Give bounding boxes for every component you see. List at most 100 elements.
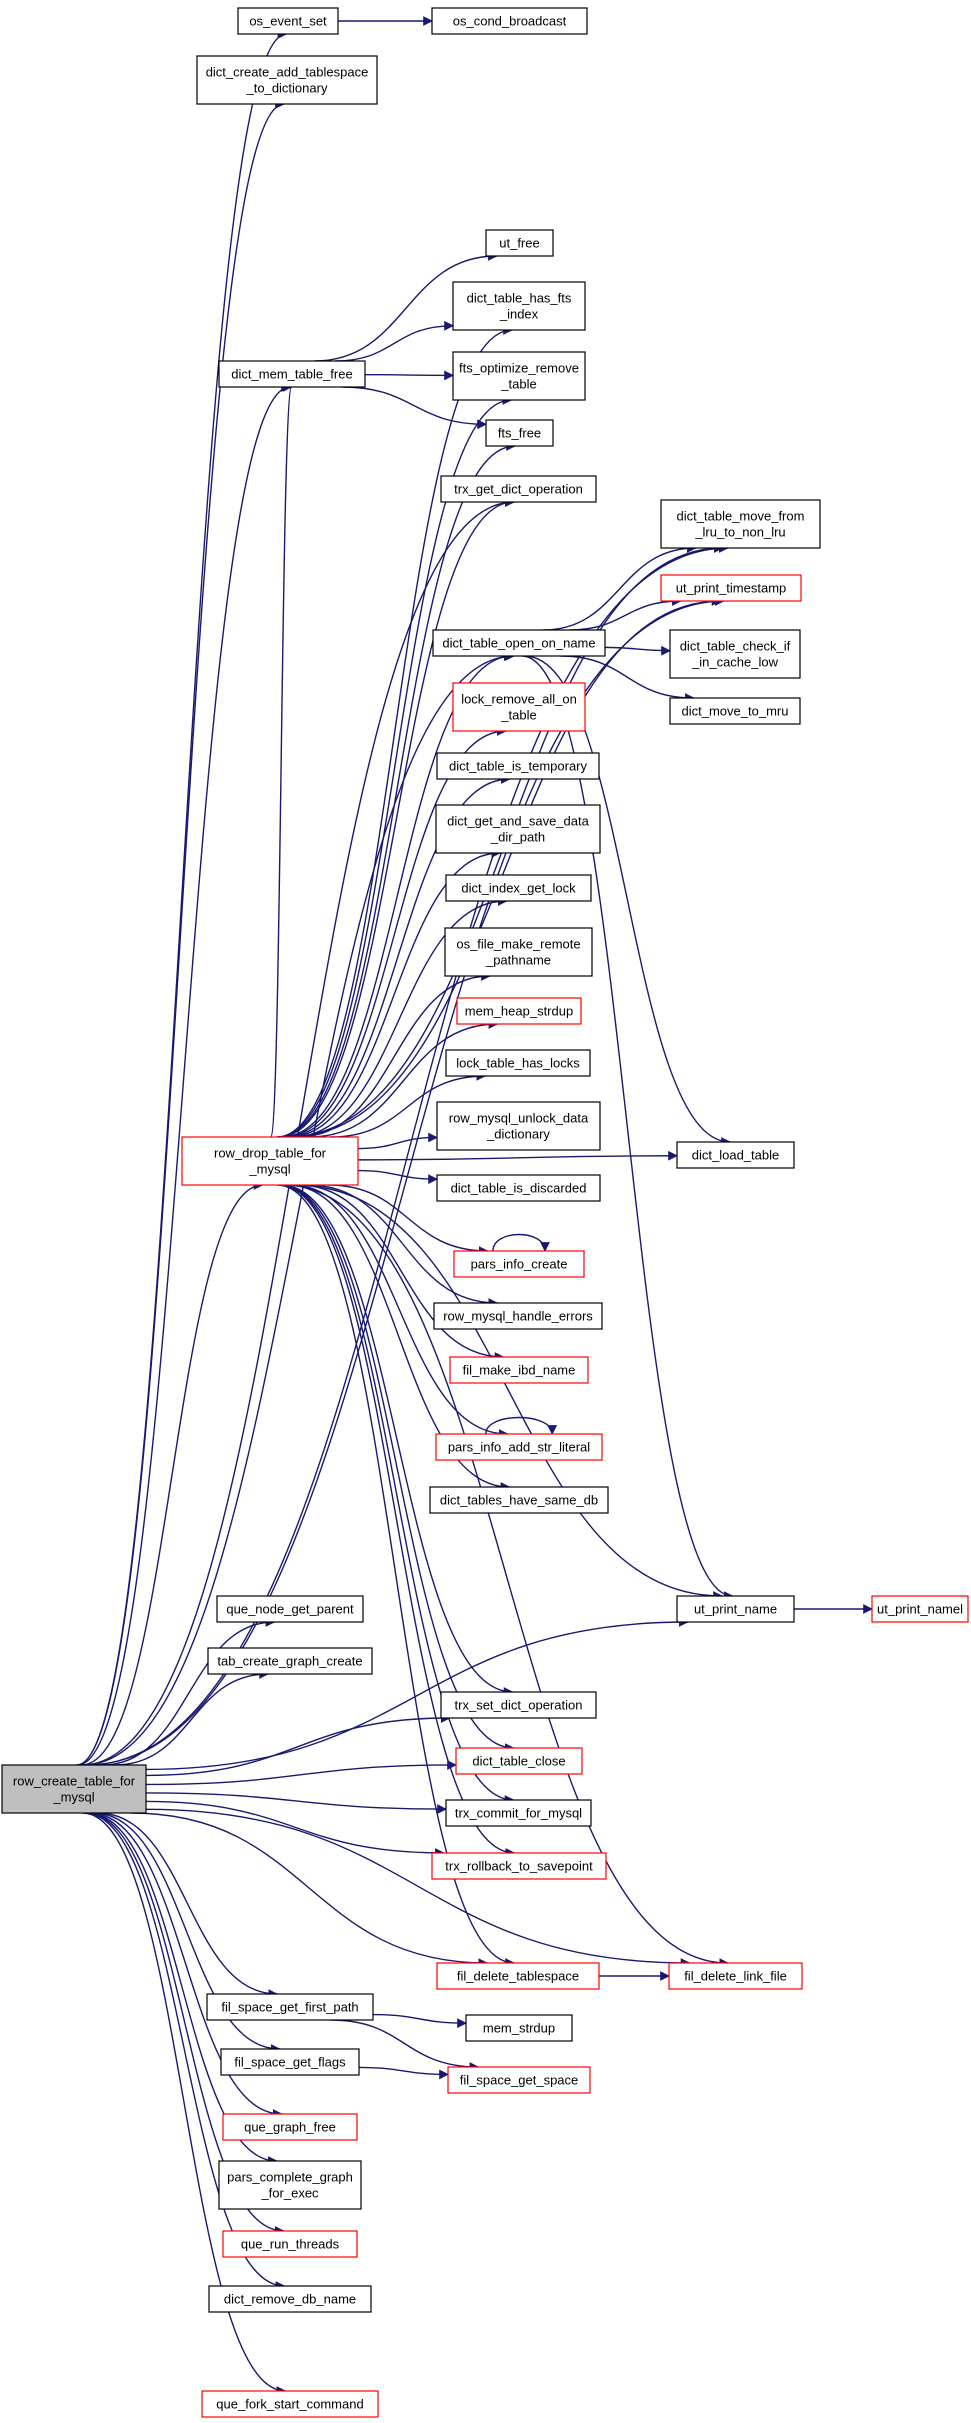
- node-lock-remove-all[interactable]: lock_remove_all_on_table: [452, 682, 586, 732]
- node-label: dict_mem_table_free: [231, 367, 352, 382]
- node-fil-space-first[interactable]: fil_space_get_first_path: [206, 1993, 374, 2021]
- node-label: _table: [500, 708, 536, 723]
- node-pars-info-add[interactable]: pars_info_add_str_literal: [435, 1433, 603, 1461]
- node-box: [485, 229, 554, 257]
- edge-root-to-dict_table_move: [86, 543, 729, 1766]
- node-pars-info-create[interactable]: pars_info_create: [453, 1250, 585, 1278]
- node-fil-delete-ts[interactable]: fil_delete_tablespace: [436, 1962, 600, 1990]
- node-box: [216, 1595, 364, 1623]
- edge-row_drop_table-to-lock_table_has: [330, 1071, 487, 1138]
- node-label: tab_create_graph_create: [217, 1654, 362, 1669]
- edge-row_drop_table-to-row_mysql_unlock: [357, 1132, 438, 1150]
- edge-root-to-os_event_set: [76, 29, 288, 1766]
- node-dict-mem-table-free[interactable]: dict_mem_table_free: [218, 360, 366, 388]
- node-fil-space-get-space[interactable]: fil_space_get_space: [447, 2066, 591, 2094]
- node-row-mysql-unlock[interactable]: row_mysql_unlock_data_dictionary: [436, 1101, 601, 1151]
- node-ut-print-timestamp[interactable]: ut_print_timestamp: [660, 574, 802, 602]
- node-box: [201, 2390, 379, 2418]
- node-label: _index: [499, 307, 539, 322]
- node-label: dict_create_add_tablespace: [206, 65, 369, 80]
- node-os-cond-broadcast[interactable]: os_cond_broadcast: [431, 7, 588, 35]
- node-dict-get-and-save[interactable]: dict_get_and_save_data_dir_path: [435, 804, 601, 854]
- edge-dict_mem_table_free-to-dict_table_has_fts: [335, 320, 454, 362]
- node-label: trx_get_dict_operation: [454, 482, 583, 497]
- node-mem-strdup[interactable]: mem_strdup: [465, 2014, 573, 2042]
- edge-row_drop_table-to-row_mysql_handle: [308, 1184, 499, 1308]
- node-label: dict_table_is_temporary: [449, 759, 588, 774]
- node-dict-table-is-disc[interactable]: dict_table_is_discarded: [436, 1174, 601, 1202]
- node-trx-commit[interactable]: trx_commit_for_mysql: [445, 1799, 592, 1827]
- node-dict-create-add[interactable]: dict_create_add_tablespace_to_dictionary: [196, 55, 378, 105]
- node-mem-heap-strdup[interactable]: mem_heap_strdup: [456, 997, 582, 1025]
- node-box: [220, 2048, 360, 2076]
- node-dict-move-to-mru[interactable]: dict_move_to_mru: [669, 697, 801, 725]
- node-fil-make-ibd[interactable]: fil_make_ibd_name: [449, 1356, 589, 1384]
- node-ut-print-name[interactable]: ut_print_name: [676, 1595, 795, 1623]
- edge-root-to-que_fork_start: [82, 1812, 287, 2396]
- node-que-node-get-parent[interactable]: que_node_get_parent: [216, 1595, 364, 1623]
- edge-row_drop_table-to-dict_index_get_lock: [291, 896, 508, 1138]
- node-dict-index-get-lock[interactable]: dict_index_get_lock: [445, 874, 592, 902]
- edge-dict_table_open-to-dict_table_check: [604, 645, 671, 656]
- node-box: [445, 874, 592, 902]
- edge-root-to-dict_create_add: [76, 99, 285, 1766]
- node-label: row_create_table_for: [13, 1774, 136, 1789]
- node-label: trx_commit_for_mysql: [455, 1806, 582, 1821]
- node-root[interactable]: row_create_table_for_mysql: [1, 1764, 147, 1814]
- node-box: [871, 1595, 969, 1623]
- node-label: row_drop_table_for: [214, 1146, 327, 1161]
- node-dict-table-open[interactable]: dict_table_open_on_name: [432, 629, 606, 657]
- node-fil-delete-link[interactable]: fil_delete_link_file: [668, 1962, 803, 1990]
- node-pars-complete[interactable]: pars_complete_graph_for_exec: [218, 2160, 362, 2210]
- node-box: [207, 1647, 373, 1675]
- node-lock-table-has[interactable]: lock_table_has_locks: [445, 1049, 591, 1077]
- node-row-mysql-handle[interactable]: row_mysql_handle_errors: [433, 1302, 603, 1330]
- node-dict-load-table[interactable]: dict_load_table: [676, 1141, 795, 1169]
- node-que-graph-free[interactable]: que_graph_free: [222, 2113, 358, 2141]
- node-row-drop-table[interactable]: row_drop_table_for_mysql: [181, 1136, 359, 1186]
- node-label: _to_dictionary: [246, 81, 328, 96]
- edge-row_drop_table-to-dict_table_is_disc: [357, 1169, 438, 1185]
- node-trx-get-dict[interactable]: trx_get_dict_operation: [440, 475, 597, 503]
- node-dict-table-check[interactable]: dict_table_check_if_in_cache_low: [669, 629, 801, 679]
- node-os-file-make[interactable]: os_file_make_remote_pathname: [444, 927, 593, 977]
- node-fts-optimize[interactable]: fts_optimize_remove_table: [452, 351, 586, 401]
- node-fil-space-flags[interactable]: fil_space_get_flags: [220, 2048, 360, 2076]
- node-box: [432, 629, 606, 657]
- node-dict-table-close[interactable]: dict_table_close: [455, 1747, 583, 1775]
- node-label: _lru_to_non_lru: [694, 525, 785, 540]
- node-box: [436, 1174, 601, 1202]
- node-ut-print-namel[interactable]: ut_print_namel: [871, 1595, 969, 1623]
- node-label: pars_info_add_str_literal: [448, 1440, 590, 1455]
- node-label: dict_remove_db_name: [224, 2292, 356, 2307]
- edge-pars_info_add-to-pars_info_add: [485, 1416, 558, 1435]
- node-label: _for_exec: [260, 2186, 319, 2201]
- node-box: [436, 752, 600, 780]
- node-dict-table-has-fts[interactable]: dict_table_has_fts_index: [452, 281, 586, 331]
- node-box: [456, 997, 582, 1025]
- node-dict-tables-same[interactable]: dict_tables_have_same_db: [429, 1486, 609, 1514]
- node-label: ut_free: [499, 236, 539, 251]
- node-label: dict_move_to_mru: [682, 704, 789, 719]
- node-dict-table-is-temp[interactable]: dict_table_is_temporary: [436, 752, 600, 780]
- edge-row_drop_table-to-ut_print_name: [294, 1184, 723, 1601]
- node-que-run-threads[interactable]: que_run_threads: [222, 2230, 358, 2258]
- node-trx-rollback[interactable]: trx_rollback_to_savepoint: [431, 1852, 607, 1880]
- node-ut-free[interactable]: ut_free: [485, 229, 554, 257]
- node-dict-remove-db[interactable]: dict_remove_db_name: [208, 2285, 372, 2313]
- node-box: [447, 2066, 591, 2094]
- node-dict-table-move[interactable]: dict_table_move_from_lru_to_non_lru: [660, 499, 821, 549]
- edge-root-to-dict_table_close: [145, 1760, 457, 1786]
- edge-dict_table_open-to-dict_move_to_mru: [560, 655, 695, 703]
- node-tab-create-graph[interactable]: tab_create_graph_create: [207, 1647, 373, 1675]
- node-label: _pathname: [485, 953, 551, 968]
- node-label: fts_optimize_remove: [459, 361, 579, 376]
- node-label: fil_delete_link_file: [684, 1969, 787, 1984]
- node-trx-set-dict[interactable]: trx_set_dict_operation: [440, 1691, 597, 1719]
- edge-root-to-trx_rollback: [145, 1800, 445, 1858]
- node-fts-free[interactable]: fts_free: [485, 419, 554, 447]
- node-os-event-set[interactable]: os_event_set: [237, 7, 339, 35]
- node-que-fork-start[interactable]: que_fork_start_command: [201, 2390, 379, 2418]
- edge-root-to-dict_remove_db: [84, 1812, 286, 2291]
